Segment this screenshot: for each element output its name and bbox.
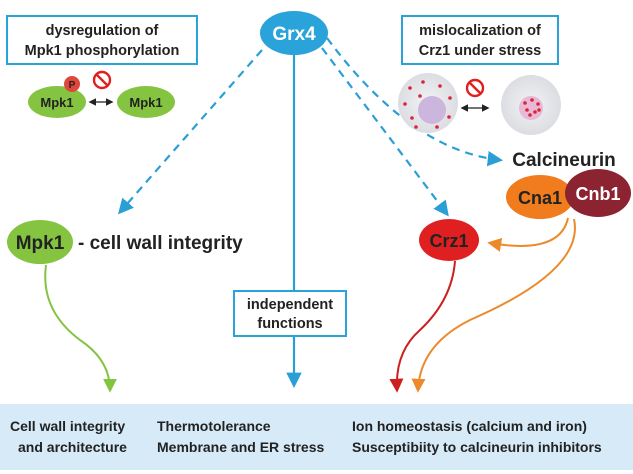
grx4-to-crz1-dashed-arrow: [321, 47, 449, 217]
dysregulation-line2: Mpk1 phosphorylation: [25, 43, 180, 59]
cell-icon: [501, 75, 561, 135]
independent-line1: independent: [247, 297, 333, 313]
outcome-col3-line2: Susceptibiity to calcineurin inhibitors: [352, 439, 602, 455]
mislocalization-line1: mislocalization of: [419, 23, 541, 39]
grx4-to-calcineurin-dashed-arrow: [326, 37, 504, 167]
cna1-node: [506, 175, 574, 219]
cnb1-node: [565, 169, 631, 217]
outcome-col1-line1: Cell wall integrity: [10, 418, 125, 434]
mpk1-small-left-label: Mpk1: [40, 95, 73, 110]
mpk1-description: - cell wall integrity: [78, 233, 243, 254]
cell-icon: [398, 73, 458, 133]
mpk1-to-outcome-arrow: [44, 264, 117, 393]
calcineurin-to-crz1-arrow: [487, 217, 569, 252]
mpk1-small-right-label: Mpk1: [129, 95, 162, 110]
dysregulation-box: [6, 15, 198, 65]
grx4-node: [260, 11, 328, 55]
outcome-col1-line2: and architecture: [18, 439, 127, 455]
outcome-band: [0, 404, 633, 470]
cna1-label: Cna1: [518, 188, 562, 208]
crz1-node: [419, 219, 479, 261]
independent-functions-box: [233, 290, 347, 337]
mpk1-main-node: [7, 220, 73, 264]
dysregulation-line1: dysregulation of: [46, 23, 159, 39]
mpk1-small-right-node: [117, 86, 175, 118]
outcome-col2-line1: Thermotolerance: [157, 418, 271, 434]
forbidden-icon: [92, 70, 112, 90]
forbidden-icon: [465, 78, 485, 98]
cnb1-label: Cnb1: [576, 184, 621, 204]
calcineurin-label: Calcineurin: [512, 150, 615, 171]
mislocalization-box: [401, 15, 559, 65]
mislocalization-line2: Crz1 under stress: [419, 43, 542, 59]
crz1-to-outcome-arrow: [389, 260, 456, 393]
mpk1-small-left-node: [28, 86, 86, 118]
grx4-to-mpk1-dashed-arrow: [117, 49, 263, 215]
grx4-label: Grx4: [272, 24, 316, 45]
phospho-node: [64, 76, 80, 92]
mpk1-main-label: Mpk1: [16, 233, 65, 254]
independent-line2: functions: [257, 316, 322, 332]
outcome-col2-line2: Membrane and ER stress: [157, 439, 324, 455]
calcineurin-to-outcome-arrow: [411, 218, 576, 393]
phospho-label: P: [69, 80, 76, 91]
outcome-col3-line1: Ion homeostasis (calcium and iron): [352, 418, 587, 434]
crz1-label: Crz1: [429, 231, 468, 251]
